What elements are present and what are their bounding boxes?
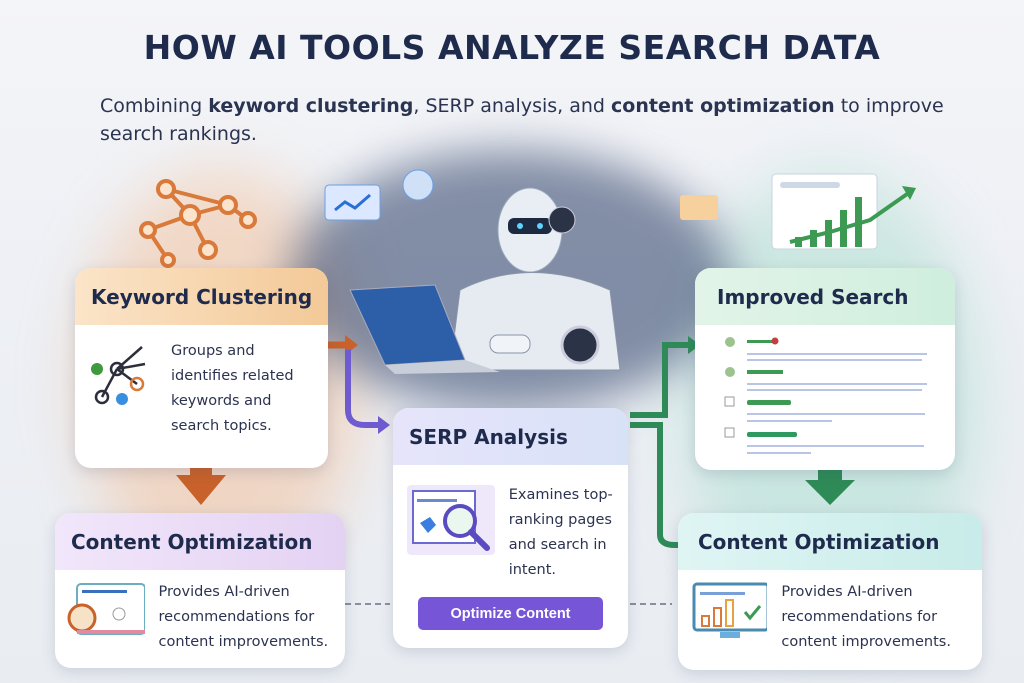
- serp-analysis-card: SERP Analysis Examines top-ranking pages…: [393, 408, 628, 648]
- card-title: Improved Search: [695, 268, 955, 325]
- subtitle-bold: content optimization: [611, 95, 835, 117]
- robot-illustration-icon: [324, 169, 718, 374]
- cluster-icon: [91, 346, 146, 405]
- ranking-chart-icon: [771, 173, 916, 250]
- card-description: Provides AI-driven recommendations for c…: [158, 584, 329, 650]
- subtitle-text: , SERP analysis, and: [413, 95, 612, 117]
- serp-magnifier-icon: [407, 485, 495, 555]
- recommendation-icon: [67, 583, 145, 635]
- card-title: Content Optimization: [55, 513, 345, 570]
- subtitle-text: Combining: [100, 95, 209, 117]
- keyword-clustering-card: Keyword Clustering Groups and identifies…: [75, 268, 328, 468]
- card-description: Examines top-ranking pages and search in…: [508, 487, 613, 578]
- card-description: Groups and identifies related keywords a…: [171, 343, 294, 434]
- search-results-list-icon: [724, 337, 927, 454]
- subtitle: Combining keyword clustering, SERP analy…: [100, 92, 980, 148]
- subtitle-bold: keyword clustering: [208, 95, 414, 117]
- analytics-monitor-icon: [692, 582, 768, 638]
- page-title: HOW AI TOOLS ANALYZE SEARCH DATA: [143, 28, 881, 67]
- optimize-content-button[interactable]: Optimize Content: [418, 597, 603, 630]
- subtitle-text: to improve search rankings.: [100, 95, 944, 145]
- card-title: Content Optimization: [678, 513, 982, 570]
- card-description: Provides AI-driven recommendations for c…: [781, 584, 951, 650]
- content-optimization-card-right: Content Optimization Provides AI-driven …: [678, 513, 982, 670]
- content-optimization-card-left: Content Optimization Provides AI-driven …: [55, 513, 345, 668]
- improved-search-card: Improved Search: [695, 268, 955, 470]
- network-icon: [139, 179, 257, 268]
- card-title: SERP Analysis: [393, 408, 628, 465]
- card-title: Keyword Clustering: [75, 268, 328, 325]
